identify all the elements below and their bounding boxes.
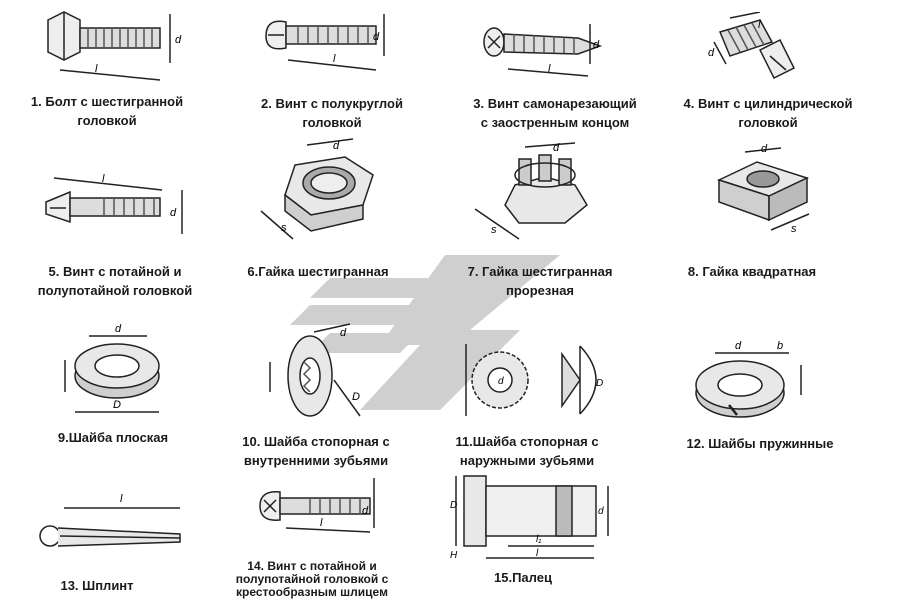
dim-d-label: d: [708, 47, 715, 59]
cross-slot-screw-drawing: l d: [259, 478, 375, 533]
dim-l-label: l: [333, 53, 336, 65]
dim-b-label: b: [777, 340, 783, 352]
dim-l-label: l: [758, 19, 761, 31]
dim-d-label: d: [362, 505, 369, 517]
bolt-hex-head-drawing: d l: [47, 11, 182, 81]
dim-d-label: d: [333, 140, 340, 152]
dim-l-label: l: [548, 63, 551, 75]
spring-washer-drawing: d b: [695, 340, 802, 418]
dim-s-label: s: [491, 224, 497, 236]
lock-washer-internal-drawing: d D: [269, 323, 361, 417]
cylinder-head-screw-drawing: d l: [708, 12, 796, 80]
round-head-screw-drawing: d l: [265, 14, 385, 71]
caption-item-6: 6.Гайка шестигранная: [247, 264, 389, 279]
caption-item-12: 12. Шайбы пружинные: [686, 436, 834, 451]
cotter-pin-drawing: l: [39, 493, 181, 547]
dim-d-label: d: [373, 31, 380, 43]
caption-item-9: 9.Шайба плоская: [57, 430, 169, 445]
dim-H-label: H: [450, 550, 458, 561]
dim-d-label: d: [340, 327, 347, 339]
dim-s-label: s: [281, 222, 287, 234]
dim-d-label: d: [735, 340, 742, 352]
dim-D-label: D: [596, 378, 603, 389]
dim-l-label: l: [536, 548, 539, 559]
dim-l1-label: l₁: [536, 534, 541, 545]
dim-d-label: d: [593, 39, 600, 51]
dim-d-label: d: [115, 323, 122, 335]
countersunk-screw-drawing: l d: [45, 173, 183, 234]
dim-d-label: d: [761, 143, 768, 155]
dim-l-label: l: [320, 517, 323, 529]
dim-s-label: s: [791, 223, 797, 235]
caption-item-8: 8. Гайка квадратная: [687, 264, 817, 279]
caption-item-15: 15.Палец: [494, 570, 552, 585]
self-tapping-screw-drawing: d l: [483, 24, 603, 77]
square-nut-drawing: d s: [716, 143, 810, 235]
dim-d-label: d: [170, 207, 177, 219]
dim-d-label: d: [553, 142, 560, 154]
dim-D-label: D: [113, 399, 121, 411]
lock-washer-external-drawing: d D: [465, 344, 603, 416]
caption-item-13: 13. Шплинт: [60, 578, 134, 593]
dim-l-label: l: [120, 493, 123, 505]
dim-d-label: d: [598, 506, 604, 517]
dim-D-label: D: [352, 391, 360, 403]
dim-d-label: d: [498, 376, 504, 387]
flat-washer-drawing: d D: [64, 323, 160, 413]
slotted-hex-nut-drawing: d s: [474, 142, 588, 240]
hex-nut-drawing: d s: [260, 138, 374, 240]
dim-D-label: D: [450, 500, 457, 511]
pin-drawing: D l₁ l d H: [450, 475, 609, 561]
dim-d-label: d: [175, 34, 182, 46]
dim-l-label: l: [102, 173, 105, 185]
dim-l-label: l: [95, 63, 98, 75]
